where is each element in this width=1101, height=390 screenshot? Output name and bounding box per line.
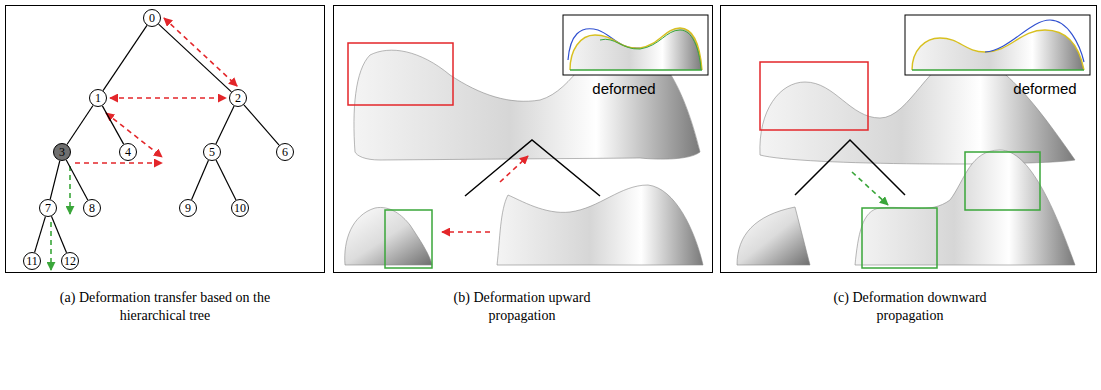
panel-frame xyxy=(721,6,1097,273)
tree-node: 0 xyxy=(143,9,161,27)
propagate-arrow xyxy=(69,166,71,214)
downward-arrow xyxy=(852,172,888,205)
panel-caption: (a) Deformation transfer based on the hi… xyxy=(40,289,290,324)
highlight-box xyxy=(385,210,432,268)
inset-curve xyxy=(570,69,702,70)
inset-label: deformed xyxy=(990,80,1100,99)
panel-caption: (c) Deformation downward propagation xyxy=(810,289,1010,324)
inset-curve xyxy=(912,30,1084,70)
highlight-box xyxy=(760,62,868,130)
tree-edge xyxy=(51,216,66,252)
tree-edge xyxy=(244,105,279,145)
node-number: 7 xyxy=(45,202,51,214)
node-number: 4 xyxy=(125,146,131,158)
inset-curve xyxy=(568,29,640,60)
tree-edge xyxy=(103,25,147,90)
tree-node: 12 xyxy=(61,252,79,270)
inset-curve xyxy=(912,69,1084,70)
node-number: 6 xyxy=(282,146,288,158)
node-number: 5 xyxy=(209,146,215,158)
tree-bracket xyxy=(795,140,905,195)
tree-edge xyxy=(50,161,60,200)
inset-frame xyxy=(905,15,1090,75)
tree-edge xyxy=(216,160,236,200)
node-number: 8 xyxy=(89,202,95,214)
node-number: 3 xyxy=(59,146,65,158)
inset-curve xyxy=(600,30,701,69)
highlight-box xyxy=(965,152,1040,210)
tree-edge xyxy=(102,106,123,144)
highlight-box xyxy=(862,208,937,268)
inset-frame xyxy=(563,15,708,75)
panel-frame xyxy=(334,6,713,273)
node-number: 11 xyxy=(26,255,38,267)
inset-surface xyxy=(570,28,702,70)
propagate-arrow xyxy=(50,222,52,270)
tree-bracket xyxy=(465,140,600,196)
node-number: 1 xyxy=(95,92,101,104)
node-number: 0 xyxy=(149,12,155,24)
highlight-box xyxy=(348,43,453,105)
inset-curve xyxy=(570,28,702,70)
tree-node: 10 xyxy=(231,199,249,217)
transfer-arrow xyxy=(164,18,237,86)
node-number: 2 xyxy=(235,92,241,104)
tree-edge xyxy=(192,160,209,199)
panel-frame xyxy=(6,6,325,273)
transfer-arrow xyxy=(110,97,226,99)
transfer-arrow xyxy=(442,231,490,233)
tree-node: 1 xyxy=(89,89,107,107)
upward-arrow xyxy=(500,156,528,182)
tree-node: 8 xyxy=(83,199,101,217)
tree-node: 11 xyxy=(23,252,41,270)
panel-caption: (b) Deformation upward propagation xyxy=(427,289,617,324)
node-number: 10 xyxy=(234,202,246,214)
node-number: 9 xyxy=(185,202,191,214)
tree-node: 3 xyxy=(53,143,71,161)
tree-node: 9 xyxy=(179,199,197,217)
tree-node: 2 xyxy=(229,89,247,107)
child-surface xyxy=(497,185,703,265)
tree-node: 7 xyxy=(39,199,57,217)
inset-label: deformed xyxy=(569,80,679,99)
tree-edge xyxy=(67,105,93,144)
tree-edge xyxy=(35,217,46,253)
node-number: 12 xyxy=(64,255,76,267)
inset-surface xyxy=(912,30,1084,70)
transfer-arrow xyxy=(75,162,162,164)
tree-edge xyxy=(216,106,234,144)
child-surface xyxy=(345,207,432,265)
tree-edge xyxy=(66,160,88,200)
tree-node: 5 xyxy=(203,143,221,161)
child-surface xyxy=(737,207,810,265)
tree-node: 4 xyxy=(119,143,137,161)
tree-edge xyxy=(159,24,232,92)
tree-node: 6 xyxy=(276,143,294,161)
inset-curve xyxy=(985,20,1084,62)
